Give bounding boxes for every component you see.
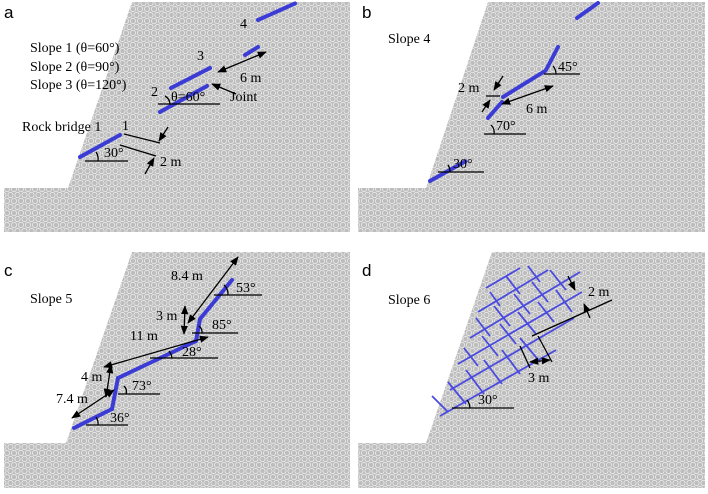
dist-2m-d-arrow-bot [583,303,591,319]
slope-d [358,252,705,488]
panel-b: b Slope 4 45° 2 m 6 m 70° 30° [358,1,705,232]
slope-c [4,252,350,488]
joint-b-2 [486,100,504,120]
angle-30-label: 30° [104,146,124,161]
angle-36-label: 36° [110,411,130,426]
dist-2m-d-label: 2 m [588,285,610,300]
dist-2m-d-ext [531,299,613,337]
theta-label: θ=60° [171,90,205,105]
panel-d: d Slope 6 [358,252,705,488]
panel-b-label: b [362,3,371,22]
arc-85 [198,325,203,334]
arc-36 [95,416,99,426]
arc-30b [447,164,451,173]
dist-6m-label: 6 m [526,102,548,117]
arc-28 [168,350,173,359]
angle-30b-label: 30° [453,157,473,172]
dist-2m-arrow-bot [481,99,491,113]
dist-11m-label: 11 m [130,329,158,344]
spacing-6m-arrow [217,51,267,73]
angle-85-label: 85° [212,318,232,333]
panel-c-label: c [4,261,13,280]
dist-2m-label: 2 m [458,81,480,96]
slope6-title: Slope 6 [388,293,430,308]
panel-a-label: a [4,3,14,22]
panel-a: a Slope 1 (θ=60°) Slope 2 (θ=90°) Slope … [4,1,350,232]
joint-number-2: 2 [151,85,158,100]
spacing-6m-label: 6 m [240,71,262,86]
spacing-2m-label: 2 m [160,155,182,170]
dist-11m-arrow [103,335,209,369]
legend-slope3: Slope 3 (θ=120°) [30,78,127,93]
dist-3m-label: 3 m [156,309,178,324]
joint-number-1: 1 [122,119,129,134]
arc-70 [490,124,495,135]
joint-label: Joint [230,90,257,105]
dist-74m-arrow [71,389,115,419]
angle-73-label: 73° [132,379,152,394]
angle-arc-30 [95,151,99,162]
arc-53 [223,284,229,296]
dist-3m-d-ext1 [519,345,531,369]
slope4-title: Slope 4 [388,32,430,47]
dist-3m-d-label: 3 m [528,371,550,386]
angle-30d-label: 30° [478,393,498,408]
joint-pointer [211,83,237,95]
joint-number-3: 3 [197,49,204,64]
angle-70-label: 70° [496,119,516,134]
joint-3 [169,66,212,90]
legend-slope2: Slope 2 (θ=90°) [30,60,120,75]
angle-45-label: 45° [558,60,578,75]
bridge-ext-bot [119,144,157,157]
panel-d-label: d [362,261,371,280]
dist-84m-label: 8.4 m [171,269,203,284]
joint-5 [256,1,298,22]
arc-73 [123,385,127,395]
angle-28-label: 28° [182,345,202,360]
dist-2m-d-arrow-top [567,275,576,291]
joint-number-4: 4 [240,17,247,32]
dist-3m-d-arrow [529,357,551,365]
angle-arc-60 [164,95,171,105]
slope5-title: Slope 5 [30,292,72,307]
joint-2 [158,84,209,114]
dist-84m-arrow [187,256,239,324]
joint-b-5 [575,1,600,20]
angle-53-label: 53° [236,281,256,296]
dist-2m-arrow-top [493,75,504,91]
dist-74m-label: 7.4 m [56,392,88,407]
dist-6m-arrow [501,85,554,105]
panel-c: c Slope 5 8.4 m 53° 3 m 85° 11 m 28° 4 m… [4,252,350,488]
joint-1 [78,133,122,159]
joint-b-4 [544,45,560,72]
legend-slope1: Slope 1 (θ=60°) [30,41,120,56]
bridge-ext-top [123,133,161,144]
rock-bridge-label: Rock bridge 1 [22,120,101,135]
joint-b-1 [428,159,468,183]
dist-4m-label: 4 m [81,370,103,385]
dist-3m-arrow [180,305,189,335]
spacing-2m-arrow-bot [144,157,155,175]
arc-30d [466,399,471,409]
spacing-2m-arrow-top [158,126,169,142]
slope-a [4,2,350,232]
arc-45 [552,65,557,75]
